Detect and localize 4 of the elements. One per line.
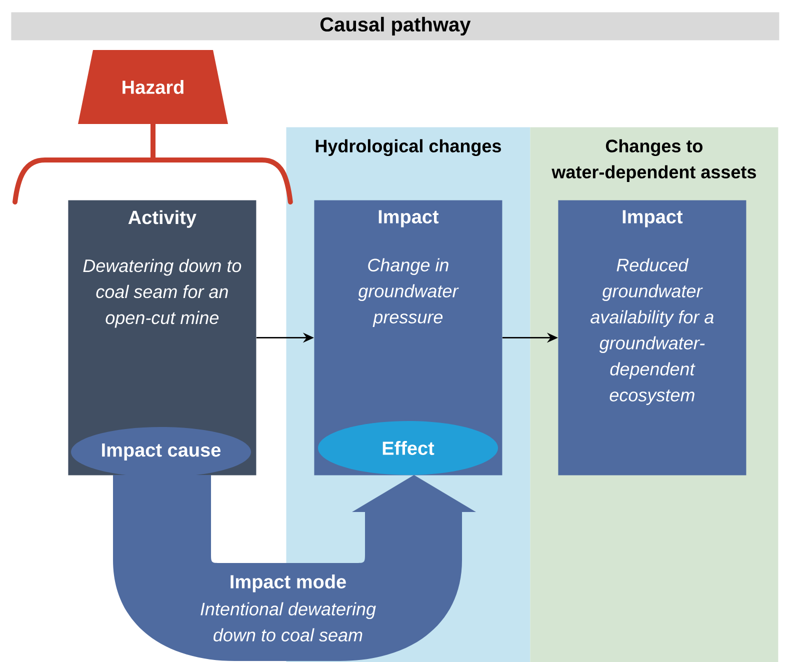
bracket-connector [12, 122, 293, 204]
title-bar: Causal pathway [11, 12, 780, 40]
process-box: Impact Reduced groundwater availability for a groundwater-dependent ecosystem [558, 200, 746, 476]
hazard-trapezoid: Hazard [78, 50, 228, 124]
